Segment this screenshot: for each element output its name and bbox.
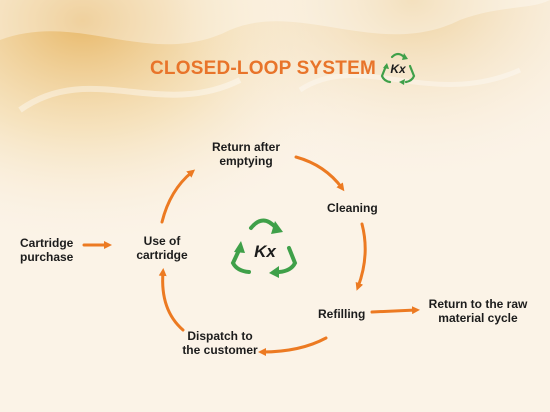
- arrow-refilling-to-raw: [370, 306, 420, 315]
- arrow-return-to-cleaning: [294, 155, 345, 192]
- arrow-cleaning-to-refilling: [355, 222, 367, 291]
- center-logo-text: Kx: [254, 242, 276, 261]
- step-return-after-emptying: Return after emptying: [211, 140, 280, 168]
- arrow-use-to-return: [160, 169, 196, 224]
- step-cartridge-purchase: Cartridge purchase: [20, 236, 74, 264]
- arrow-dispatch-to-use: [158, 268, 185, 332]
- step-cleaning: Cleaning: [327, 201, 378, 215]
- page-title: CLOSED-LOOP SYSTEM: [150, 58, 376, 79]
- step-use-of-cartridge: Use of cartridge: [136, 234, 188, 262]
- recycle-logo-center-icon: [230, 218, 298, 278]
- step-refilling: Refilling: [318, 307, 366, 321]
- step-return-to-raw-material: Return to the raw material cycle: [428, 297, 528, 325]
- recycle-logo-small-icon: [380, 52, 416, 85]
- logo-text: Kx: [390, 62, 406, 76]
- arrow-refilling-to-dispatch: [258, 336, 328, 356]
- step-dispatch-to-customer: Dispatch to the customer: [182, 329, 258, 357]
